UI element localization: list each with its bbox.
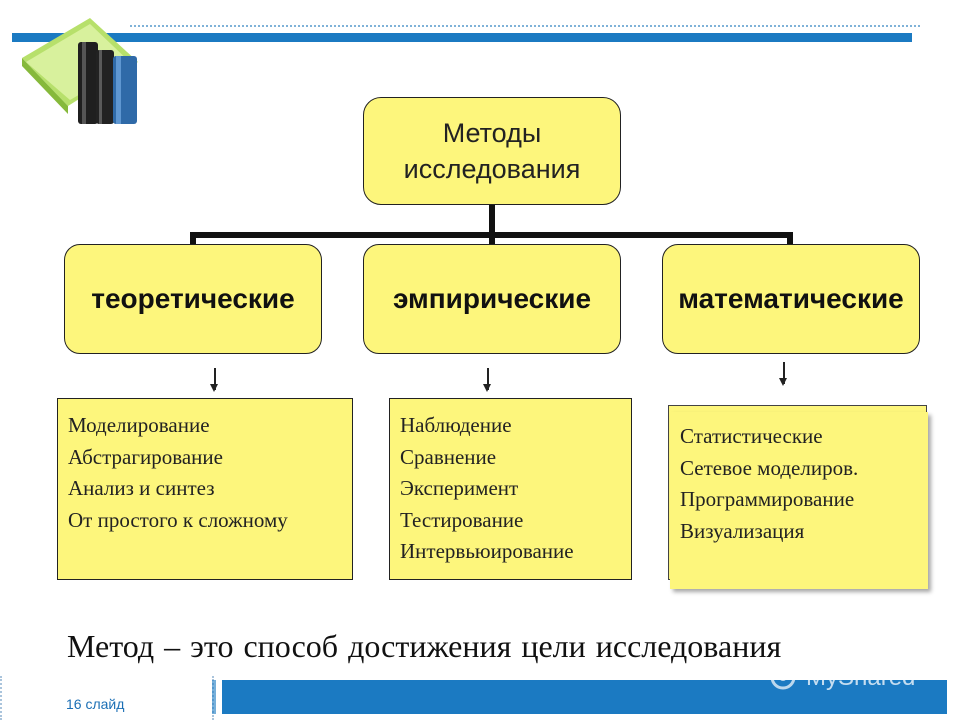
list-item: Интервьюирование (400, 539, 574, 563)
category-mathematical-box: математические (662, 244, 920, 354)
arrow-down-icon (780, 362, 786, 386)
list-item: Статистические (680, 424, 823, 448)
empirical-methods-list: Наблюдение Сравнение Эксперимент Тестиро… (389, 398, 632, 580)
list-item: Сравнение (400, 444, 497, 469)
slide-number: 16 слайд (66, 696, 125, 712)
connector-center-down (489, 232, 495, 244)
list-item: От простого к сложному (68, 507, 288, 532)
list-item: Моделирование (68, 413, 210, 437)
root-title-line2: исследования (403, 154, 581, 184)
list-item: Абстрагирование (68, 444, 223, 469)
mathematical-methods-list: Статистические Сетевое моделиров. Програ… (670, 412, 928, 589)
list-item: Визуализация (680, 518, 805, 543)
list-item: Программирование (680, 487, 855, 511)
category-empirical-box: эмпирические (363, 244, 621, 354)
top-dotted-line (130, 25, 920, 27)
list-item: Анализ и синтез (68, 476, 215, 500)
method-definition-text: Метод – это способ достижения цели иссле… (67, 628, 782, 664)
category-theoretical-box: теоретические (64, 244, 322, 354)
watermark-logo-icon (770, 664, 796, 690)
connector-right-down (787, 232, 793, 244)
list-item: Эксперимент (400, 476, 519, 500)
list-item: Тестирование (400, 507, 524, 532)
list-item: Сетевое моделиров. (680, 455, 859, 480)
books-icon (22, 18, 138, 124)
category-mathematical-label: математические (678, 283, 904, 314)
category-theoretical-label: теоретические (91, 283, 295, 314)
top-accent-bar (12, 33, 912, 42)
arrow-down-icon (211, 368, 217, 392)
category-empirical-label: эмпирические (392, 283, 592, 314)
root-title-line1: Методы (442, 118, 542, 148)
theoretical-methods-list: Моделирование Абстрагирование Анализ и с… (57, 398, 353, 580)
root-node-box: Методы исследования (363, 97, 621, 205)
bottom-accent-bar (212, 680, 947, 714)
connector-root-down (489, 205, 495, 235)
arrow-down-icon (484, 368, 490, 392)
watermark-text: MyShared (806, 664, 916, 691)
list-item: Наблюдение (400, 413, 512, 437)
connector-left-down (190, 232, 196, 244)
